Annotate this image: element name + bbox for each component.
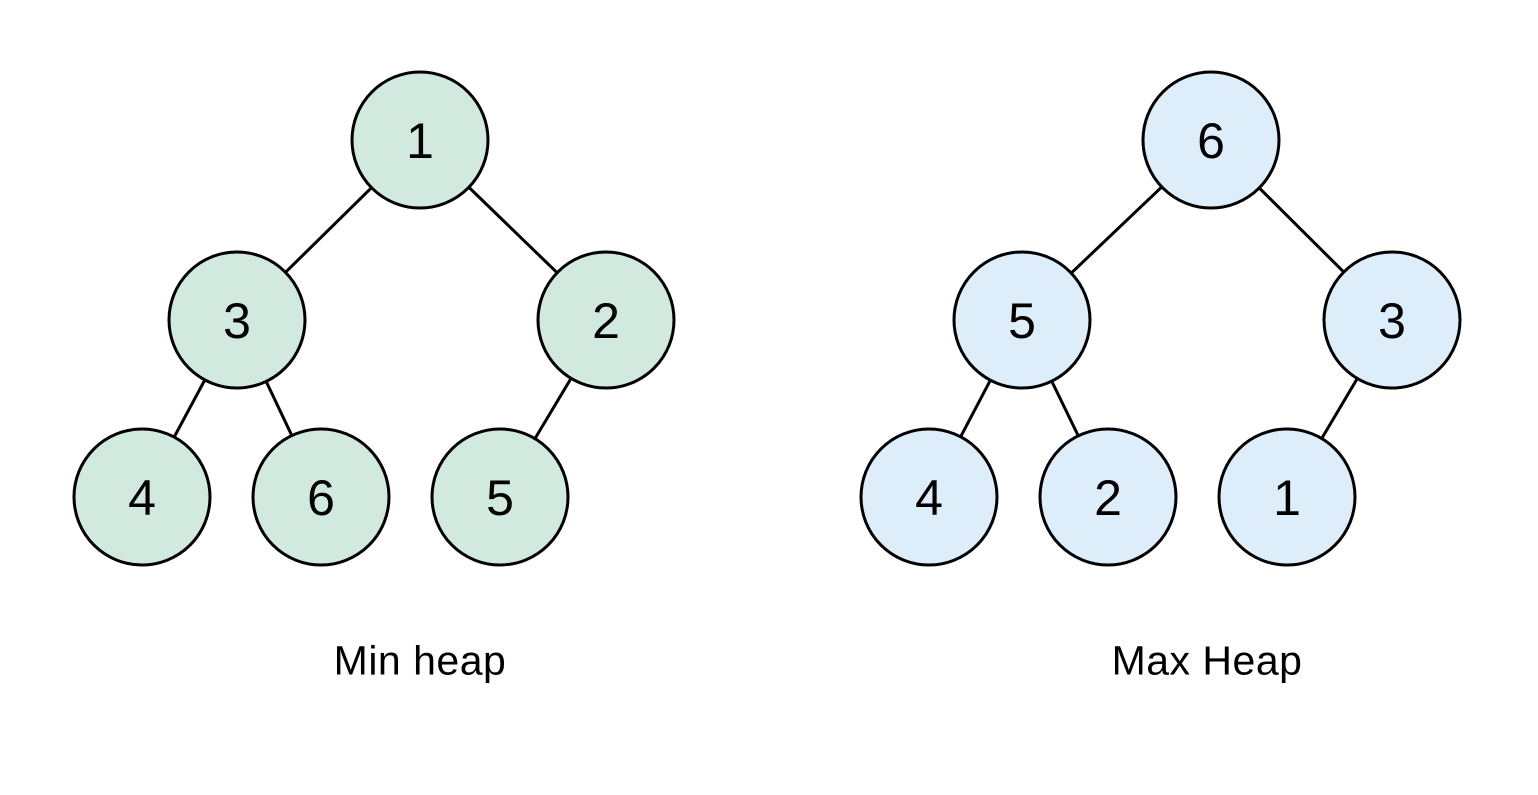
tree-node xyxy=(251,427,391,567)
node-value: 5 xyxy=(486,470,514,526)
tree-node xyxy=(167,250,307,390)
tree-node xyxy=(536,250,676,390)
max-heap-caption: Max Heap xyxy=(1111,637,1303,684)
tree-node xyxy=(859,427,999,567)
node-value: 1 xyxy=(406,113,434,169)
tree-node xyxy=(72,427,212,567)
node-value: 5 xyxy=(1008,293,1036,349)
node-value: 4 xyxy=(915,470,943,526)
node-value: 6 xyxy=(1197,113,1225,169)
tree-node xyxy=(1141,70,1281,210)
node-value: 6 xyxy=(307,470,335,526)
tree-node xyxy=(350,70,490,210)
tree-node xyxy=(430,427,570,567)
min-heap-caption: Min heap xyxy=(333,637,507,684)
min-heap: 1 3 2 4 6 5 xyxy=(72,70,676,567)
node-value: 2 xyxy=(592,293,620,349)
tree-node xyxy=(1322,250,1462,390)
tree-node xyxy=(1217,427,1357,567)
node-value: 1 xyxy=(1273,470,1301,526)
max-heap: 6 5 3 4 2 1 xyxy=(859,70,1462,567)
node-value: 2 xyxy=(1094,470,1122,526)
node-value: 3 xyxy=(1378,293,1406,349)
tree-node xyxy=(952,250,1092,390)
tree-node xyxy=(1038,427,1178,567)
node-value: 4 xyxy=(128,470,156,526)
node-value: 3 xyxy=(223,293,251,349)
